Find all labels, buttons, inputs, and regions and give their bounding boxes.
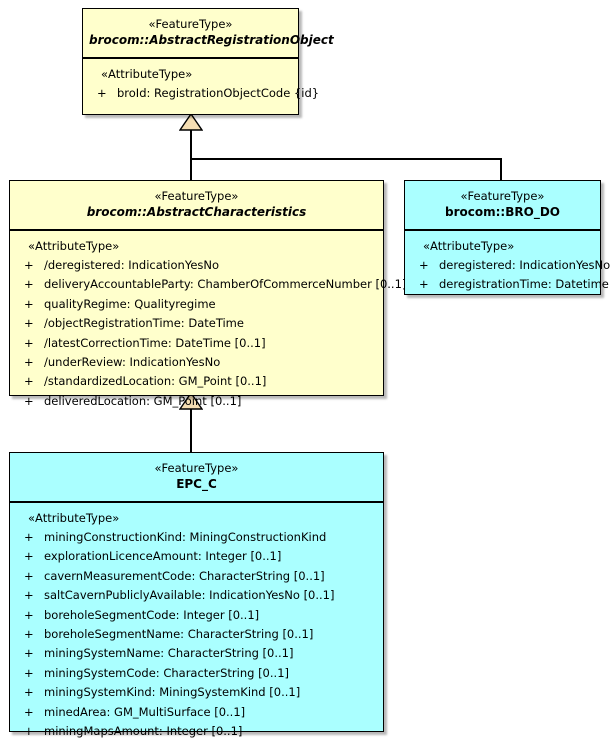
attribute-row: + miningSystemCode: CharacterString [0..… — [14, 664, 379, 683]
attribute-text: /underReview: IndicationYesNo — [44, 355, 221, 370]
attribute-row: + broId: RegistrationObjectCode {id} — [87, 84, 319, 103]
attribute-visibility: + — [24, 704, 34, 719]
attribute-row: + boreholeSegmentName: CharacterString [… — [14, 625, 379, 644]
attribute-visibility: + — [24, 374, 34, 389]
attribute-visibility: + — [419, 258, 429, 272]
class-attributes-abstract-registration-object: «AttributeType» + broId: RegistrationObj… — [83, 59, 319, 110]
generalization-stem-top — [190, 117, 192, 170]
attribute-stereotype: «AttributeType» — [28, 239, 120, 253]
attribute-visibility: + — [24, 685, 34, 700]
attribute-visibility: + — [24, 627, 34, 642]
attribute-text: /deregistered: IndicationYesNo — [44, 258, 220, 272]
attribute-text: miningConstructionKind: MiningConstructi… — [44, 530, 327, 544]
attribute-row: + deliveryAccountableParty: ChamberOfCom… — [14, 275, 406, 294]
class-name: brocom::AbstractCharacteristics — [86, 205, 307, 219]
attribute-text: miningSystemKind: MiningSystemKind [0..1… — [44, 685, 301, 700]
attribute-visibility: + — [24, 646, 34, 661]
class-stereotype: «FeatureType» — [148, 17, 233, 31]
attribute-stereotype: «AttributeType» — [423, 239, 515, 253]
attribute-row: + cavernMeasurementCode: CharacterString… — [14, 567, 379, 586]
attribute-visibility: + — [24, 393, 34, 408]
attribute-text: miningSystemCode: CharacterString [0..1] — [44, 665, 289, 680]
attribute-visibility: + — [24, 530, 34, 544]
class-attributes-bro-do: «AttributeType» + deregistered: Indicati… — [405, 231, 610, 302]
generalization-junction-bar — [190, 158, 501, 160]
attribute-visibility: + — [24, 355, 34, 370]
generalization-leg-bro-do — [500, 158, 502, 182]
attribute-visibility: + — [24, 335, 34, 350]
attribute-text: boreholeSegmentName: CharacterString [0.… — [44, 627, 314, 642]
class-box-abstract-registration-object[interactable]: «FeatureType» brocom::AbstractRegistrati… — [82, 8, 334, 115]
attribute-row: + qualityRegime: Qualityregime — [14, 295, 379, 314]
class-header-abstract-registration-object: «FeatureType» brocom::AbstractRegistrati… — [83, 9, 334, 59]
attribute-text: explorationLicenceAmount: Integer [0..1] — [44, 549, 282, 564]
attribute-row: + miningSystemName: CharacterString [0..… — [14, 644, 379, 663]
attribute-row: + miningSystemKind: MiningSystemKind [0.… — [14, 683, 379, 702]
attribute-row: + /latestCorrectionTime: DateTime [0..1] — [14, 334, 379, 353]
attribute-text: deregistered: IndicationYesNo — [439, 258, 610, 272]
attribute-visibility: + — [24, 568, 34, 583]
attribute-text: miningMapsAmount: Integer [0..1] — [44, 724, 243, 739]
attribute-text: /objectRegistrationTime: DateTime — [44, 316, 244, 331]
attribute-row: + /underReview: IndicationYesNo — [14, 353, 379, 372]
attribute-text: deliveredLocation: GM_Point [0..1] — [44, 393, 242, 408]
attribute-visibility: + — [24, 258, 34, 272]
attribute-visibility: + — [24, 607, 34, 622]
attribute-text: qualityRegime: Qualityregime — [44, 296, 216, 311]
class-stereotype: «FeatureType» — [154, 461, 239, 475]
attribute-row: + deregistered: IndicationYesNo — [409, 256, 610, 275]
attribute-visibility: + — [24, 296, 34, 311]
class-header-epc-c: «FeatureType» EPC_C — [10, 453, 383, 503]
attribute-row: + boreholeSegmentCode: Integer [0..1] — [14, 606, 379, 625]
attribute-row: + explorationLicenceAmount: Integer [0..… — [14, 547, 379, 566]
class-name: EPC_C — [176, 477, 217, 491]
attribute-row: + /standardizedLocation: GM_Point [0..1] — [14, 372, 379, 391]
attribute-visibility: + — [24, 316, 34, 331]
attribute-visibility: + — [24, 549, 34, 564]
attribute-row: + /objectRegistrationTime: DateTime — [14, 314, 379, 333]
class-box-abstract-characteristics[interactable]: «FeatureType» brocom::AbstractCharacteri… — [9, 180, 406, 408]
attribute-text: minedArea: GM_MultiSurface [0..1] — [44, 704, 246, 719]
generalization-leg-abstract-characteristics — [190, 158, 192, 182]
attribute-text: miningSystemName: CharacterString [0..1] — [44, 646, 294, 661]
attribute-text: deregistrationTime: Datetime — [439, 277, 609, 292]
attribute-stereotype: «AttributeType» — [28, 511, 120, 525]
attribute-row: + miningConstructionKind: MiningConstruc… — [14, 528, 379, 547]
attribute-row: + minedArea: GM_MultiSurface [0..1] — [14, 703, 379, 722]
attribute-stereotype: «AttributeType» — [101, 67, 193, 81]
class-attributes-abstract-characteristics: «AttributeType» + /deregistered: Indicat… — [10, 231, 406, 418]
class-stereotype: «FeatureType» — [460, 189, 545, 203]
class-name: brocom::AbstractRegistrationObject — [89, 33, 334, 47]
attribute-text: /latestCorrectionTime: DateTime [0..1] — [44, 335, 266, 350]
attribute-text: broId: RegistrationObjectCode {id} — [117, 86, 320, 100]
attribute-visibility: + — [97, 86, 107, 100]
attribute-row: + deregistrationTime: Datetime — [409, 275, 609, 294]
attribute-text: saltCavernPubliclyAvailable: IndicationY… — [44, 588, 335, 603]
attribute-text: deliveryAccountableParty: ChamberOfComme… — [44, 277, 407, 292]
attribute-text: cavernMeasurementCode: CharacterString [… — [44, 568, 325, 583]
attribute-visibility: + — [24, 588, 34, 603]
attribute-row: + /deregistered: IndicationYesNo — [14, 256, 379, 275]
attribute-visibility: + — [419, 277, 429, 292]
class-header-bro-do: «FeatureType» brocom::BRO_DO — [405, 181, 600, 231]
attribute-row: + saltCavernPubliclyAvailable: Indicatio… — [14, 586, 379, 605]
attribute-visibility: + — [24, 665, 34, 680]
class-attributes-epc-c: «AttributeType» + miningConstructionKind… — [10, 503, 383, 748]
generalization-stem-epc — [190, 396, 192, 452]
attribute-visibility: + — [24, 724, 34, 739]
class-box-bro-do[interactable]: «FeatureType» brocom::BRO_DO «AttributeT… — [404, 180, 610, 295]
attribute-text: boreholeSegmentCode: Integer [0..1] — [44, 607, 260, 622]
attribute-row: + miningMapsAmount: Integer [0..1] — [14, 722, 379, 741]
class-stereotype: «FeatureType» — [154, 189, 239, 203]
class-box-epc-c[interactable]: «FeatureType» EPC_C «AttributeType» + mi… — [9, 452, 384, 738]
attribute-row: + deliveredLocation: GM_Point [0..1] — [14, 392, 379, 411]
attribute-visibility: + — [24, 277, 34, 292]
class-header-abstract-characteristics: «FeatureType» brocom::AbstractCharacteri… — [10, 181, 383, 231]
attribute-text: /standardizedLocation: GM_Point [0..1] — [44, 374, 267, 389]
class-name: brocom::BRO_DO — [445, 205, 560, 219]
